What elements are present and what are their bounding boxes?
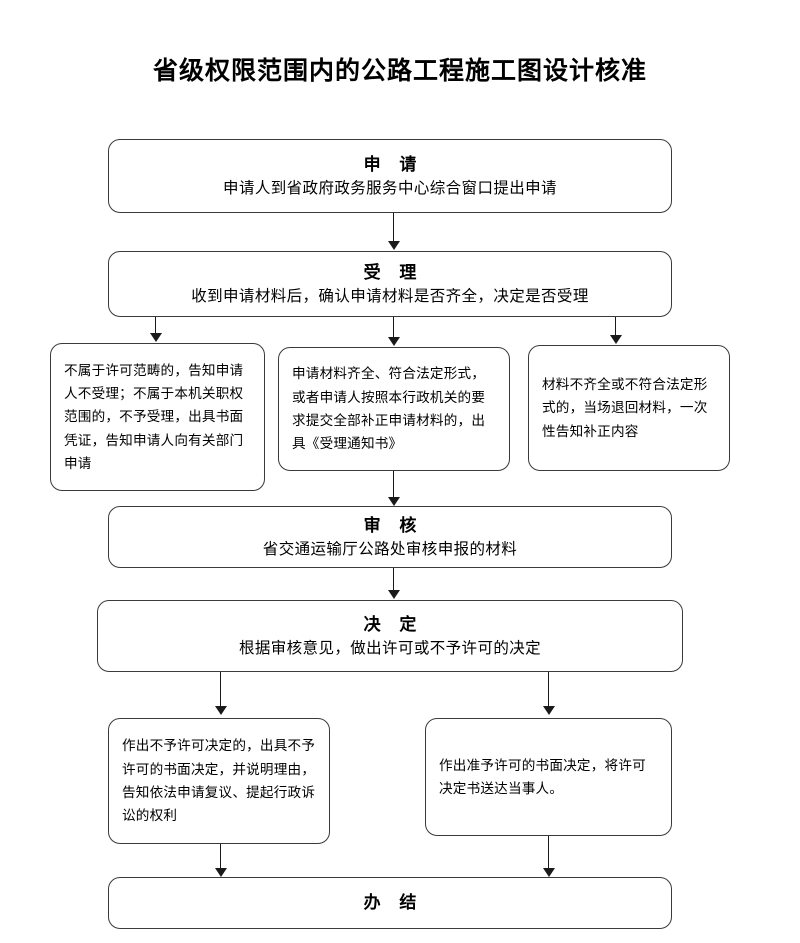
node-apply-description: 申请人到省政府政务服务中心综合窗口提出申请 <box>223 179 557 197</box>
node-accept: 受 理 收到申请材料后，确认申请材料是否齐全，决定是否受理 <box>108 251 672 317</box>
arrowhead-decide-to-grant <box>543 706 555 715</box>
arrowhead-grant-to-finish <box>543 868 555 877</box>
node-branch-incomplete-text: 材料不齐全或不符合法定形式的，当场退回材料，一次性告知补正内容 <box>542 376 708 439</box>
connector-accept-to-branch-right <box>615 317 617 337</box>
connector-grant-to-finish <box>548 836 550 872</box>
node-outcome-grant-text: 作出准予许可的书面决定，将许可决定书送达当事人。 <box>439 757 646 796</box>
node-branch-not-accepted-text: 不属于许可范畴的，告知申请人不受理；不属于本机关职权范围的，不予受理，出具书面凭… <box>64 362 244 472</box>
page-title: 省级权限范围内的公路工程施工图设计核准 <box>152 57 647 85</box>
node-apply: 申 请 申请人到省政府政务服务中心综合窗口提出申请 <box>108 139 672 213</box>
arrowhead-accept-to-branch-mid <box>388 337 400 346</box>
arrowhead-accept-to-branch-right <box>610 335 622 344</box>
node-review: 审 核 省交通运输厅公路处审核申报的材料 <box>108 506 672 568</box>
node-branch-accepted: 申请材料齐全、符合法定形式，或者申请人按照本行政机关的要求提交全部补正申请材料的… <box>278 347 510 471</box>
node-decide: 决 定 根据审核意见，做出许可或不予许可的决定 <box>97 600 683 672</box>
node-outcome-deny: 作出不予许可决定的，出具不予许可的书面决定，并说明理由，告知依法申请复议、提起行… <box>108 718 330 844</box>
node-accept-heading: 受 理 <box>363 263 424 283</box>
arrowhead-review-to-decide <box>388 590 400 599</box>
connector-branch-to-review <box>393 471 395 499</box>
node-finish: 办 结 <box>108 877 672 929</box>
node-decide-heading: 决 定 <box>363 615 424 635</box>
node-branch-not-accepted: 不属于许可范畴的，告知申请人不受理；不属于本机关职权范围的，不予受理，出具书面凭… <box>50 343 265 491</box>
connector-review-to-decide <box>393 568 395 592</box>
node-apply-heading: 申 请 <box>363 155 424 175</box>
node-branch-incomplete: 材料不齐全或不符合法定形式的，当场退回材料，一次性告知补正内容 <box>528 345 730 471</box>
connector-deny-to-finish <box>220 844 222 872</box>
arrowhead-deny-to-finish <box>215 868 227 877</box>
node-review-description: 省交通运输厅公路处审核申报的材料 <box>262 540 518 558</box>
node-outcome-grant: 作出准予许可的书面决定，将许可决定书送达当事人。 <box>425 718 672 836</box>
connector-decide-to-deny <box>220 672 222 708</box>
arrowhead-apply-to-accept <box>388 241 400 250</box>
node-decide-description: 根据审核意见，做出许可或不予许可的决定 <box>238 639 542 657</box>
node-branch-accepted-text: 申请材料齐全、符合法定形式，或者申请人按照本行政机关的要求提交全部补正申请材料的… <box>292 366 486 452</box>
connector-accept-to-branch-mid <box>393 317 395 339</box>
node-outcome-deny-text: 作出不予许可决定的，出具不予许可的书面决定，并说明理由，告知依法申请复议、提起行… <box>122 738 316 824</box>
node-review-heading: 审 核 <box>363 516 424 536</box>
node-accept-description: 收到申请材料后，确认申请材料是否齐全，决定是否受理 <box>191 287 589 305</box>
node-finish-heading: 办 结 <box>363 893 424 913</box>
arrowhead-decide-to-deny <box>215 706 227 715</box>
arrowhead-accept-to-branch-left <box>150 333 162 342</box>
connector-decide-to-grant <box>548 672 550 708</box>
arrowhead-branch-to-review <box>388 497 400 506</box>
connector-accept-to-branch-left <box>155 317 157 335</box>
connector-apply-to-accept <box>393 213 395 243</box>
